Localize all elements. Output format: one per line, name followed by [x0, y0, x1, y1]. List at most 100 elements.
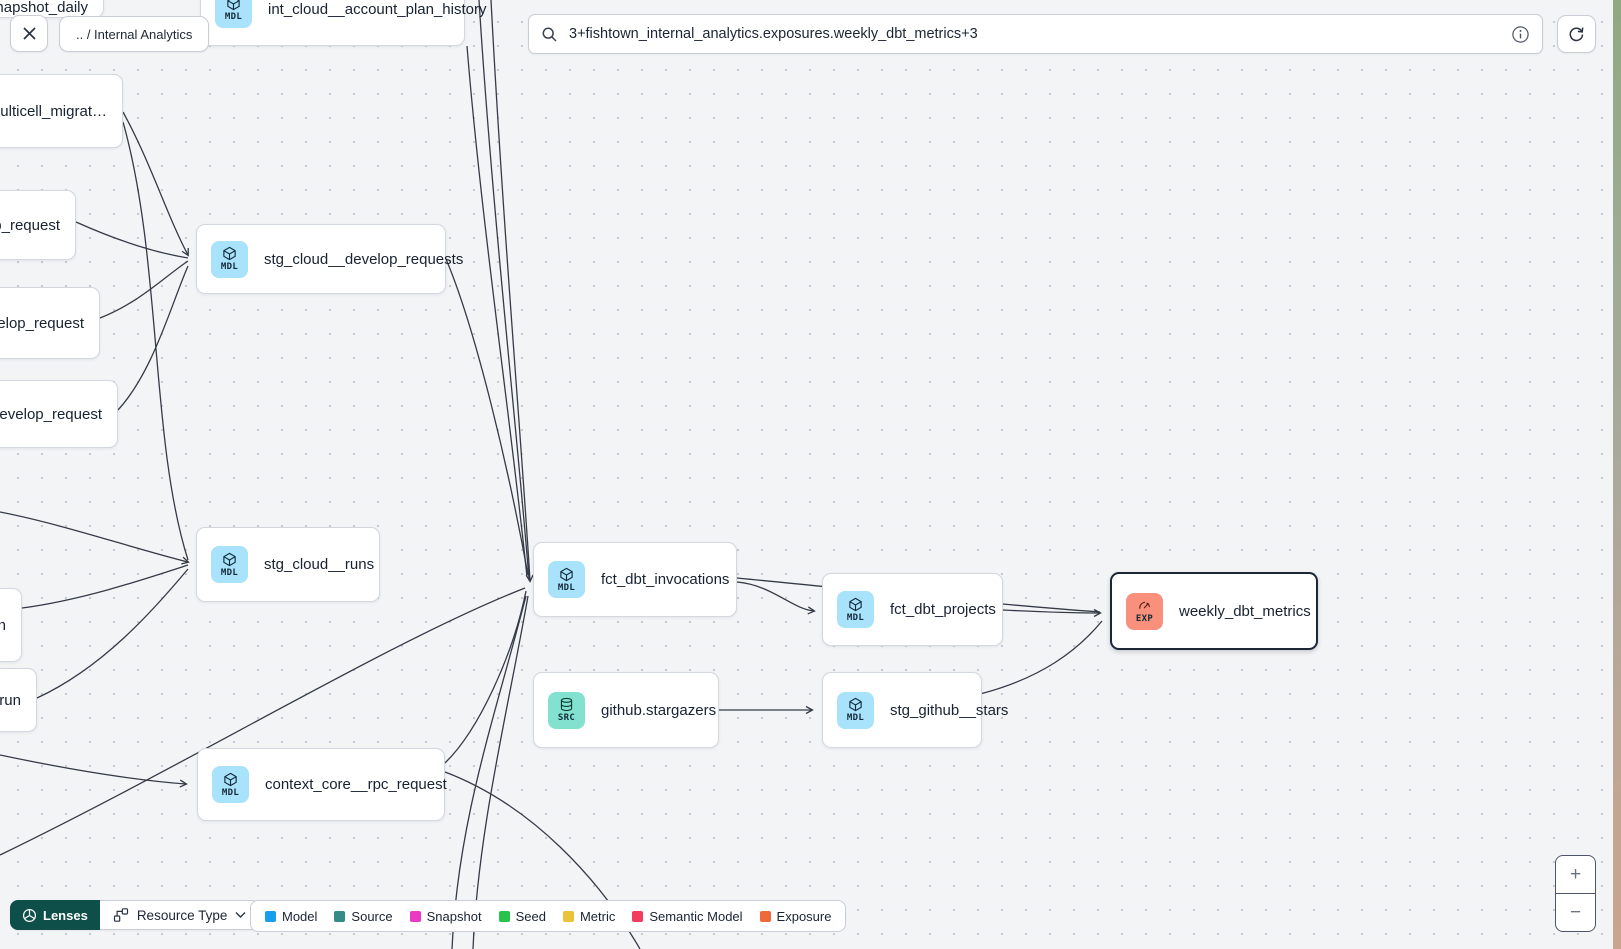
lineage-edge — [122, 111, 189, 257]
legend-item-seed: Seed — [498, 909, 546, 924]
search-icon — [542, 27, 557, 42]
node-label: .run — [0, 691, 21, 709]
legend-label: Snapshot — [426, 908, 482, 924]
exposure-badge: EXP — [1126, 592, 1163, 630]
legend-label: Semantic Model — [649, 908, 743, 924]
model-badge: MDL — [548, 561, 585, 598]
badge-abbr: MDL — [846, 713, 865, 723]
legend-swatch — [409, 910, 421, 922]
lineage-edge — [36, 568, 189, 699]
breadcrumb[interactable]: .. / Internal Analytics — [59, 16, 210, 52]
node-label: develop_request — [0, 405, 102, 423]
badge-abbr: MDL — [220, 262, 239, 272]
cube-icon — [849, 697, 862, 712]
close-button[interactable] — [10, 15, 48, 52]
zoom-out-button[interactable]: − — [1556, 894, 1595, 931]
lineage-edge — [478, 0, 530, 580]
lineage-edge — [445, 258, 529, 576]
graph-node-github_stargazers[interactable]: SRC github.stargazers — [533, 672, 719, 748]
lenses-button[interactable]: Lenses — [10, 900, 100, 930]
node-label: int_cloud__account_plan_history — [268, 0, 487, 18]
lineage-edge — [466, 45, 528, 578]
node-label: fct_dbt_invocations — [601, 571, 730, 588]
model-badge: MDL — [215, 0, 252, 28]
legend-label: Source — [351, 908, 393, 924]
lineage-edge — [0, 754, 188, 788]
refresh-icon — [1569, 27, 1584, 41]
graph-node-snapshot_daily[interactable]: snapshot_daily — [0, 0, 104, 18]
legend-item-exposure: Exposure — [759, 908, 832, 924]
legend-swatch — [498, 910, 510, 922]
minus-icon: − — [1569, 901, 1582, 923]
model-badge: MDL — [211, 546, 248, 583]
lineage-edge — [0, 511, 190, 565]
node-label: fct_dbt_projects — [890, 601, 996, 618]
node-label: snapshot_daily — [0, 0, 88, 16]
node-label: weekly_dbt_metrics — [1179, 602, 1311, 620]
legend-label: Exposure — [776, 908, 832, 924]
badge-abbr: MDL — [220, 567, 239, 578]
badge-abbr: MDL — [221, 787, 240, 798]
plus-icon: + — [1569, 863, 1582, 885]
refresh-button[interactable] — [1557, 15, 1596, 53]
model-badge: MDL — [212, 766, 249, 803]
node-label: n — [0, 616, 6, 634]
legend-item-snapshot: Snapshot — [409, 908, 482, 924]
graph-node-stg_github__stars[interactable]: MDL stg_github__stars — [822, 672, 1008, 748]
node-label: velop_request — [0, 314, 84, 332]
badge-abbr: EXP — [1135, 614, 1154, 624]
legend-label: Metric — [579, 908, 616, 924]
legend-label: Model — [282, 908, 318, 924]
graph-node-multicell_migrat[interactable]: multicell_migrat… — [0, 74, 123, 148]
lineage-edge — [444, 590, 527, 764]
breadcrumb-label: .. / Internal Analytics — [76, 26, 193, 42]
resource-type-legend: Model Source Snapshot Seed Metric Semantic Mo… — [250, 900, 847, 932]
graph-node-velop_request[interactable]: velop_request — [0, 287, 100, 359]
node-label: stg_github__stars — [890, 701, 1009, 719]
lineage-edge — [21, 564, 189, 609]
graph-node-stg_cloud__develop_requests[interactable]: MDL stg_cloud__develop_requests — [196, 224, 463, 294]
graph-node-develop_request[interactable]: develop_request — [0, 380, 118, 448]
source-badge: SRC — [548, 691, 585, 729]
cube-icon — [223, 552, 236, 566]
legend-item-metric: Metric — [562, 908, 616, 924]
search-input[interactable] — [567, 25, 1511, 43]
graph-node-weekly_dbt_metrics[interactable]: EXP weekly_dbt_metrics — [1110, 572, 1318, 650]
graph-node-fct_dbt_invocations[interactable]: MDL fct_dbt_invocations — [533, 542, 737, 617]
zoom-controls: + − — [1555, 855, 1596, 932]
cube-icon — [849, 597, 862, 611]
cube-icon — [560, 567, 573, 581]
lens-controls: Lenses Resource Type — [10, 900, 261, 930]
graph-node-int_cloud__account_plan_history[interactable]: MDL int_cloud__account_plan_history — [200, 0, 487, 46]
gauge-icon — [1139, 601, 1150, 609]
search-bar[interactable] — [528, 14, 1543, 54]
node-label: p_request — [0, 216, 60, 234]
graph-node-p_request[interactable]: p_request — [0, 190, 76, 260]
model-badge: MDL — [837, 691, 874, 729]
resource-type-dropdown[interactable]: Resource Type — [99, 900, 261, 930]
graph-node-fct_dbt_projects[interactable]: MDL fct_dbt_projects — [822, 573, 1003, 646]
legend-swatch — [334, 910, 346, 922]
node-label: stg_cloud__develop_requests — [264, 250, 464, 268]
lineage-edge — [979, 620, 1103, 695]
graph-node-run_node[interactable]: .run — [0, 668, 37, 732]
lineage-edge — [99, 260, 189, 319]
badge-abbr: SRC — [557, 713, 576, 723]
zoom-in-button[interactable]: + — [1556, 856, 1595, 894]
lenses-label: Lenses — [43, 907, 88, 923]
node-label: github.stargazers — [601, 701, 717, 719]
badge-abbr: MDL — [557, 582, 576, 593]
resource-type-icon — [113, 908, 128, 922]
info-icon[interactable] — [1511, 25, 1530, 44]
legend-item-source: Source — [334, 908, 393, 924]
lineage-edge — [451, 595, 527, 949]
legend-swatch — [562, 910, 574, 922]
cube-icon — [224, 772, 237, 786]
lineage-edge — [75, 221, 189, 259]
model-badge: MDL — [837, 591, 874, 628]
graph-node-n_node[interactable]: n — [0, 588, 22, 662]
